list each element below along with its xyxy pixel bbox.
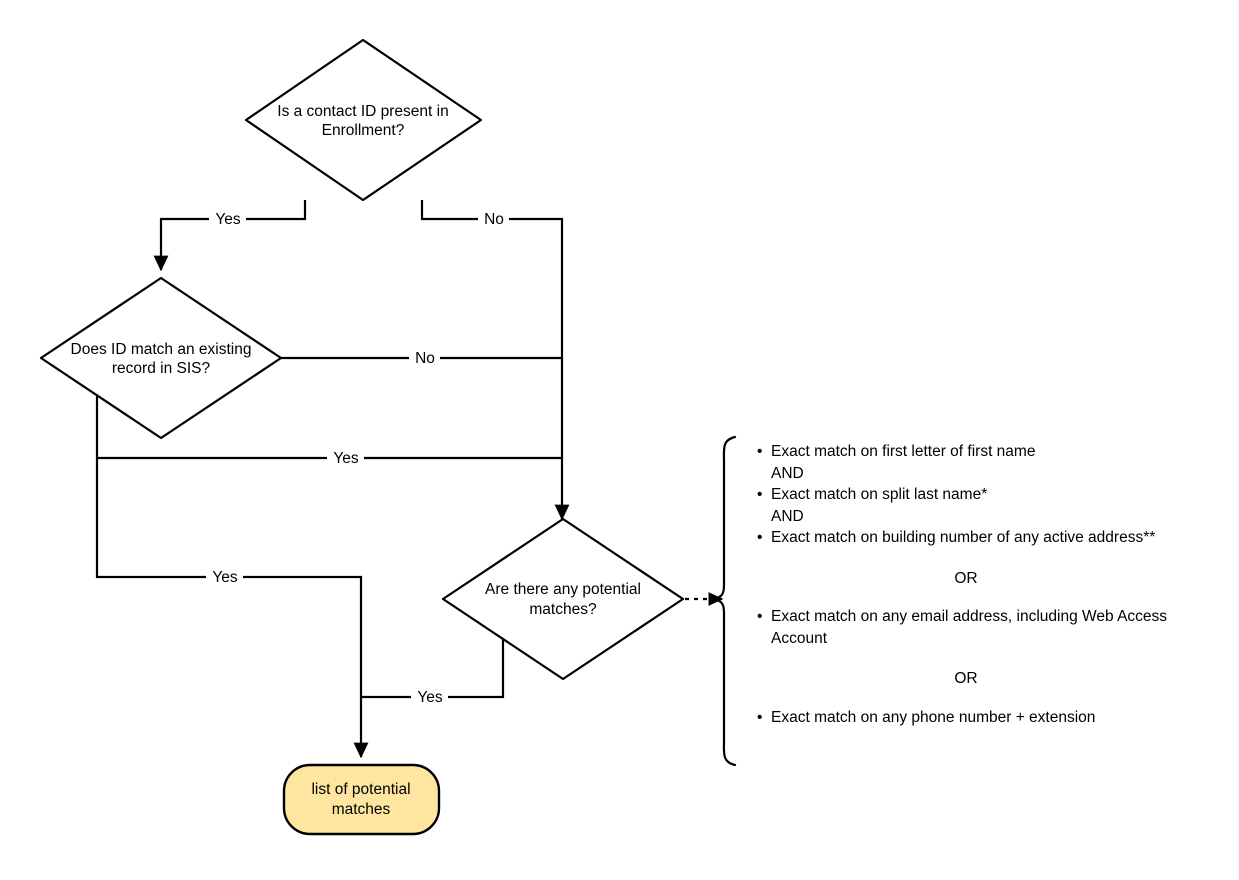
diamond-shape bbox=[244, 38, 483, 202]
edge-label-backing bbox=[327, 449, 364, 467]
decision-3-line-1: Are there any potential bbox=[485, 581, 641, 598]
decision-3-line-2: matches? bbox=[529, 601, 597, 618]
criteria-group-2: Exact match on any email address, includ… bbox=[756, 606, 1186, 649]
diamond-shape bbox=[39, 276, 283, 440]
edge-q3-yes-to-result: Yes bbox=[361, 627, 505, 706]
edge-label-q2-yes-lower: Yes bbox=[212, 569, 238, 586]
edge-label-backing bbox=[411, 688, 448, 706]
criteria-text: Exact match on split last name* bbox=[771, 486, 988, 503]
edge-label-backing bbox=[206, 568, 243, 586]
criteria-conjunction: AND bbox=[771, 507, 804, 525]
decision-1-line-1: Is a contact ID present in bbox=[277, 103, 448, 120]
decision-node-id-match-sis[interactable]: Does ID match an existing record in SIS? bbox=[39, 276, 283, 440]
edge-q2-yes-to-result: Yes bbox=[95, 458, 369, 759]
edge-label-backing bbox=[209, 210, 246, 228]
terminal-line-2: matches bbox=[332, 801, 391, 818]
criteria-or-1: OR bbox=[954, 569, 978, 587]
edge-q2-no-to-q3: No bbox=[281, 349, 562, 367]
decision-2-line-1: Does ID match an existing bbox=[71, 341, 252, 358]
edge-label-q1-yes: Yes bbox=[215, 211, 241, 228]
edge-label-q2-no: No bbox=[415, 350, 435, 367]
edge-label-backing bbox=[478, 210, 509, 228]
criteria-conjunction: AND bbox=[771, 464, 804, 482]
criteria-group-3: Exact match on any phone number + extens… bbox=[756, 707, 1186, 729]
decision-node-potential-matches[interactable]: Are there any potential matches? bbox=[441, 517, 685, 681]
criteria-group-1: Exact match on first letter of first nam… bbox=[756, 441, 1186, 549]
criteria-item: Exact match on building number of any ac… bbox=[756, 527, 1186, 549]
criteria-item: Exact match on any email address, includ… bbox=[756, 606, 1186, 649]
criteria-text: Exact match on first letter of first nam… bbox=[771, 443, 1036, 460]
criteria-item: Exact match on any phone number + extens… bbox=[756, 707, 1186, 729]
edge-label-q3-yes: Yes bbox=[417, 689, 443, 706]
edge-q1-yes-to-q2: Yes bbox=[153, 200, 307, 272]
edge-label-q2-yes-upper: Yes bbox=[333, 450, 359, 467]
edge-label-q1-no: No bbox=[484, 211, 504, 228]
rounded-rect-shape bbox=[282, 763, 441, 836]
diamond-shape bbox=[441, 517, 685, 681]
decision-2-line-2: record in SIS? bbox=[112, 360, 211, 377]
criteria-panel: Exact match on first letter of first nam… bbox=[756, 441, 1186, 728]
criteria-item: Exact match on first letter of first nam… bbox=[756, 441, 1186, 463]
edge-label-backing bbox=[409, 349, 440, 367]
criteria-text: Exact match on any phone number + extens… bbox=[771, 708, 1096, 726]
criteria-text: Exact match on building number of any ac… bbox=[771, 529, 1156, 546]
criteria-or-2: OR bbox=[954, 670, 978, 687]
criteria-item: Exact match on split last name* bbox=[756, 484, 1186, 506]
criteria-text: Exact match on any email address, includ… bbox=[771, 608, 1168, 647]
terminal-line-1: list of potential bbox=[311, 781, 410, 798]
criteria-brace bbox=[713, 435, 737, 767]
terminal-node-list-of-potential-matches[interactable]: list of potential matches bbox=[282, 763, 441, 836]
edge-q1-no-to-q3: No bbox=[420, 200, 570, 521]
decision-1-line-2: Enrollment? bbox=[322, 122, 405, 139]
decision-node-contact-id-present[interactable]: Is a contact ID present in Enrollment? bbox=[244, 38, 483, 202]
